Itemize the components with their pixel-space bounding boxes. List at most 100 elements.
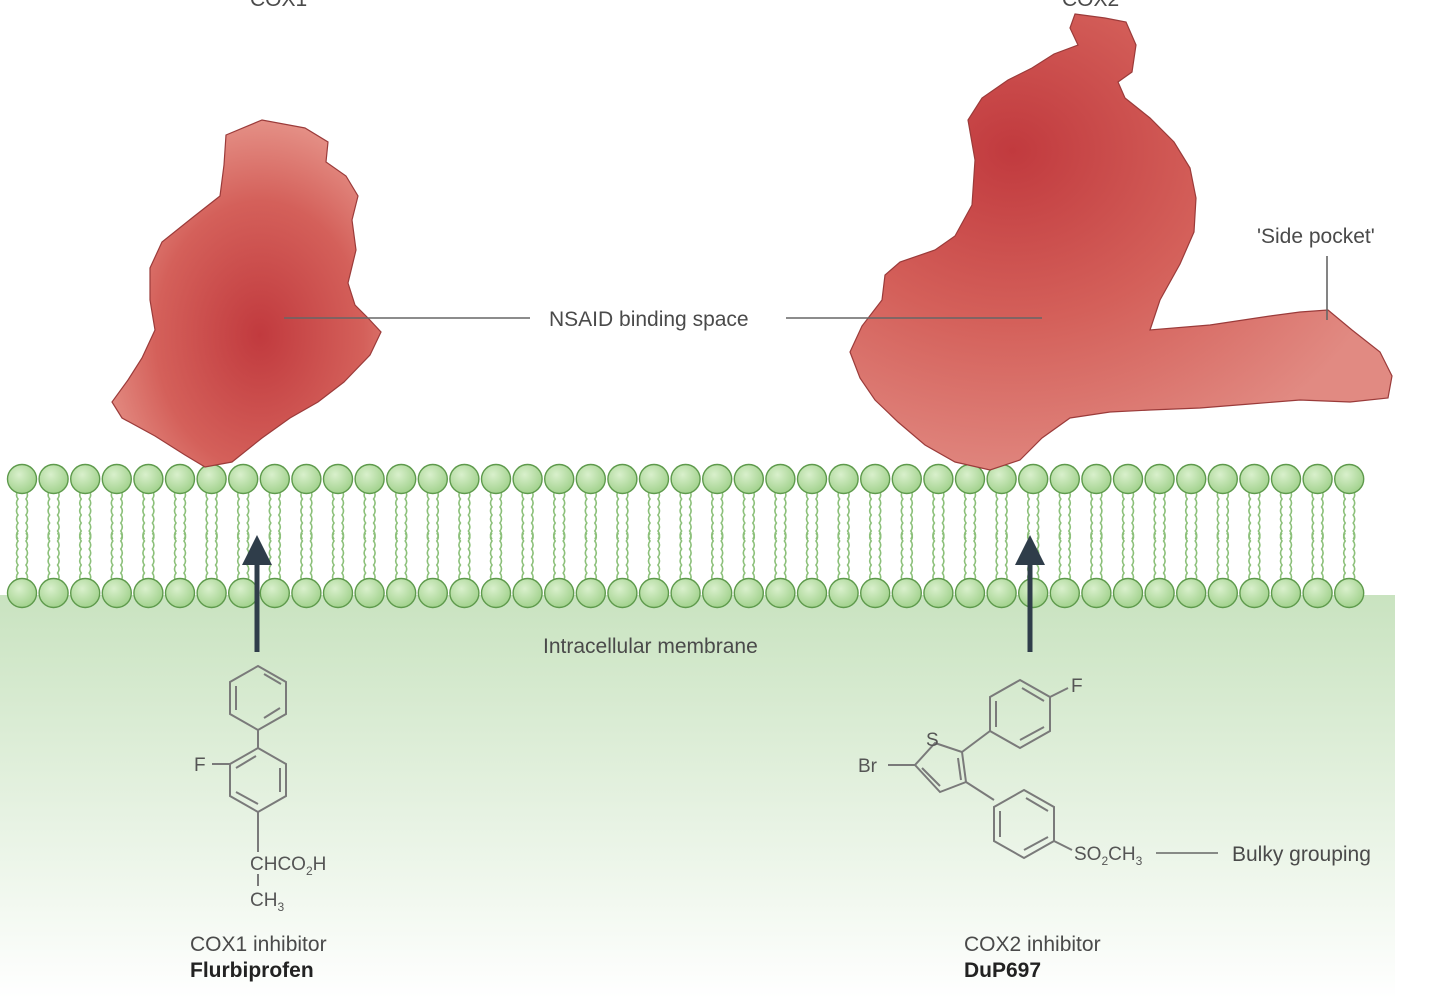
lipid-head [1144,463,1175,495]
lipid-tail [710,532,715,582]
lipid-tail [593,490,598,540]
lipid-head [828,463,859,495]
lipid-tail [1090,490,1094,540]
lipid-tail [56,532,60,582]
lipid-head [69,577,101,609]
lipid-tail [341,490,345,540]
lipid-head [607,577,638,609]
lipid-tail [300,532,304,582]
lipid-head [512,577,543,609]
lipid-head [1175,463,1207,495]
lipid-tail [142,532,146,582]
cox2-protein [849,13,1393,471]
lipid-tail [1311,490,1315,540]
dup697-name: DuP697 [964,959,1041,982]
cox1-protein [111,119,382,468]
lipid-tail [236,490,241,540]
lipid-head [6,577,38,609]
flurbiprofen-acid-end: H [313,854,327,875]
lipid-tail [688,532,692,582]
lipid-head [1239,577,1270,609]
lipid-tail [435,532,440,582]
lipid-tail [1153,490,1157,540]
lipid-tail [1099,532,1103,582]
lipid-head [796,577,828,609]
lipid-tail [372,490,376,540]
lipid-head [196,577,227,609]
lipid-tail [1058,490,1062,540]
lipid-tail [625,490,629,540]
lipid-tail [616,490,620,540]
lipid-tail [846,532,850,582]
lipid-tail [593,532,598,582]
lipid-head [227,463,259,495]
lipid-head [449,463,480,495]
lipid-tail [268,490,272,540]
lipid-tail [404,532,408,582]
lipid-head [638,463,670,495]
lipid-head [133,463,164,495]
lipid-tail [1352,532,1356,582]
dup697-ch3-sub: 3 [1136,854,1143,868]
lipid-head [1270,463,1302,495]
membrane-label: Intracellular membrane [543,635,758,658]
lipid-head [607,463,638,495]
dup697-ch: CH [1108,844,1135,865]
lipid-tail [489,532,493,582]
lipid-tail [878,532,882,582]
lipid-tail [941,532,945,582]
lipid-tail [88,490,92,540]
lipid-tail [151,532,155,582]
lipid-tail [1099,490,1103,540]
lipid-tail [426,490,430,540]
lipid-head [101,577,133,609]
lipid-head [891,577,922,609]
lipid-tail [562,532,566,582]
lipid-tail [815,490,819,540]
lipid-tail [837,490,841,540]
lipid-tail [941,490,945,540]
lipid-head [765,577,796,609]
lipid-tail [1067,490,1072,540]
bulky-grouping-label: Bulky grouping [1232,843,1371,866]
lipid-tail [552,532,557,582]
lipid-tail [1184,532,1189,582]
lipid-tail [467,532,471,582]
dup697-so2-sub: 2 [1101,854,1108,868]
lipid-tail [151,490,155,540]
dup697-s-atom: S [926,730,939,751]
lipid-tail [1257,490,1261,540]
lipid-head [69,463,101,495]
lipid-tail [499,532,503,582]
lipid-tail [467,490,471,540]
lipid-tail [214,490,218,540]
lipid-head [1333,463,1365,495]
lipid-tail [1289,490,1293,540]
lipid-tail [300,490,304,540]
lipid-tail [1121,490,1125,540]
lipid-head [544,463,575,495]
lipid-tail [815,532,819,582]
lipid-tail [15,490,19,540]
lipid-tail [246,532,250,582]
lipid-tail [846,490,850,540]
lipid-tail [552,490,557,540]
dup697-br-atom: Br [858,756,878,777]
lipid-tail [47,532,51,582]
lipid-tail [973,490,977,540]
cox2-inhibitor-caption: COX2 inhibitor [964,933,1101,956]
lipid-tail [236,532,241,582]
lipid-head [227,577,259,609]
flurbiprofen-acid-sub: 2 [306,864,313,878]
lipid-head [638,577,670,609]
lipid-tail [246,490,250,540]
lipid-tail [1216,532,1220,582]
lipid-head [575,463,606,495]
lipid-head [1207,577,1239,609]
lipid-tail [173,532,177,582]
lipid-tail [25,532,29,582]
lipid-head [544,577,575,609]
lipid-head [1017,577,1049,609]
lipid-head [828,577,859,609]
